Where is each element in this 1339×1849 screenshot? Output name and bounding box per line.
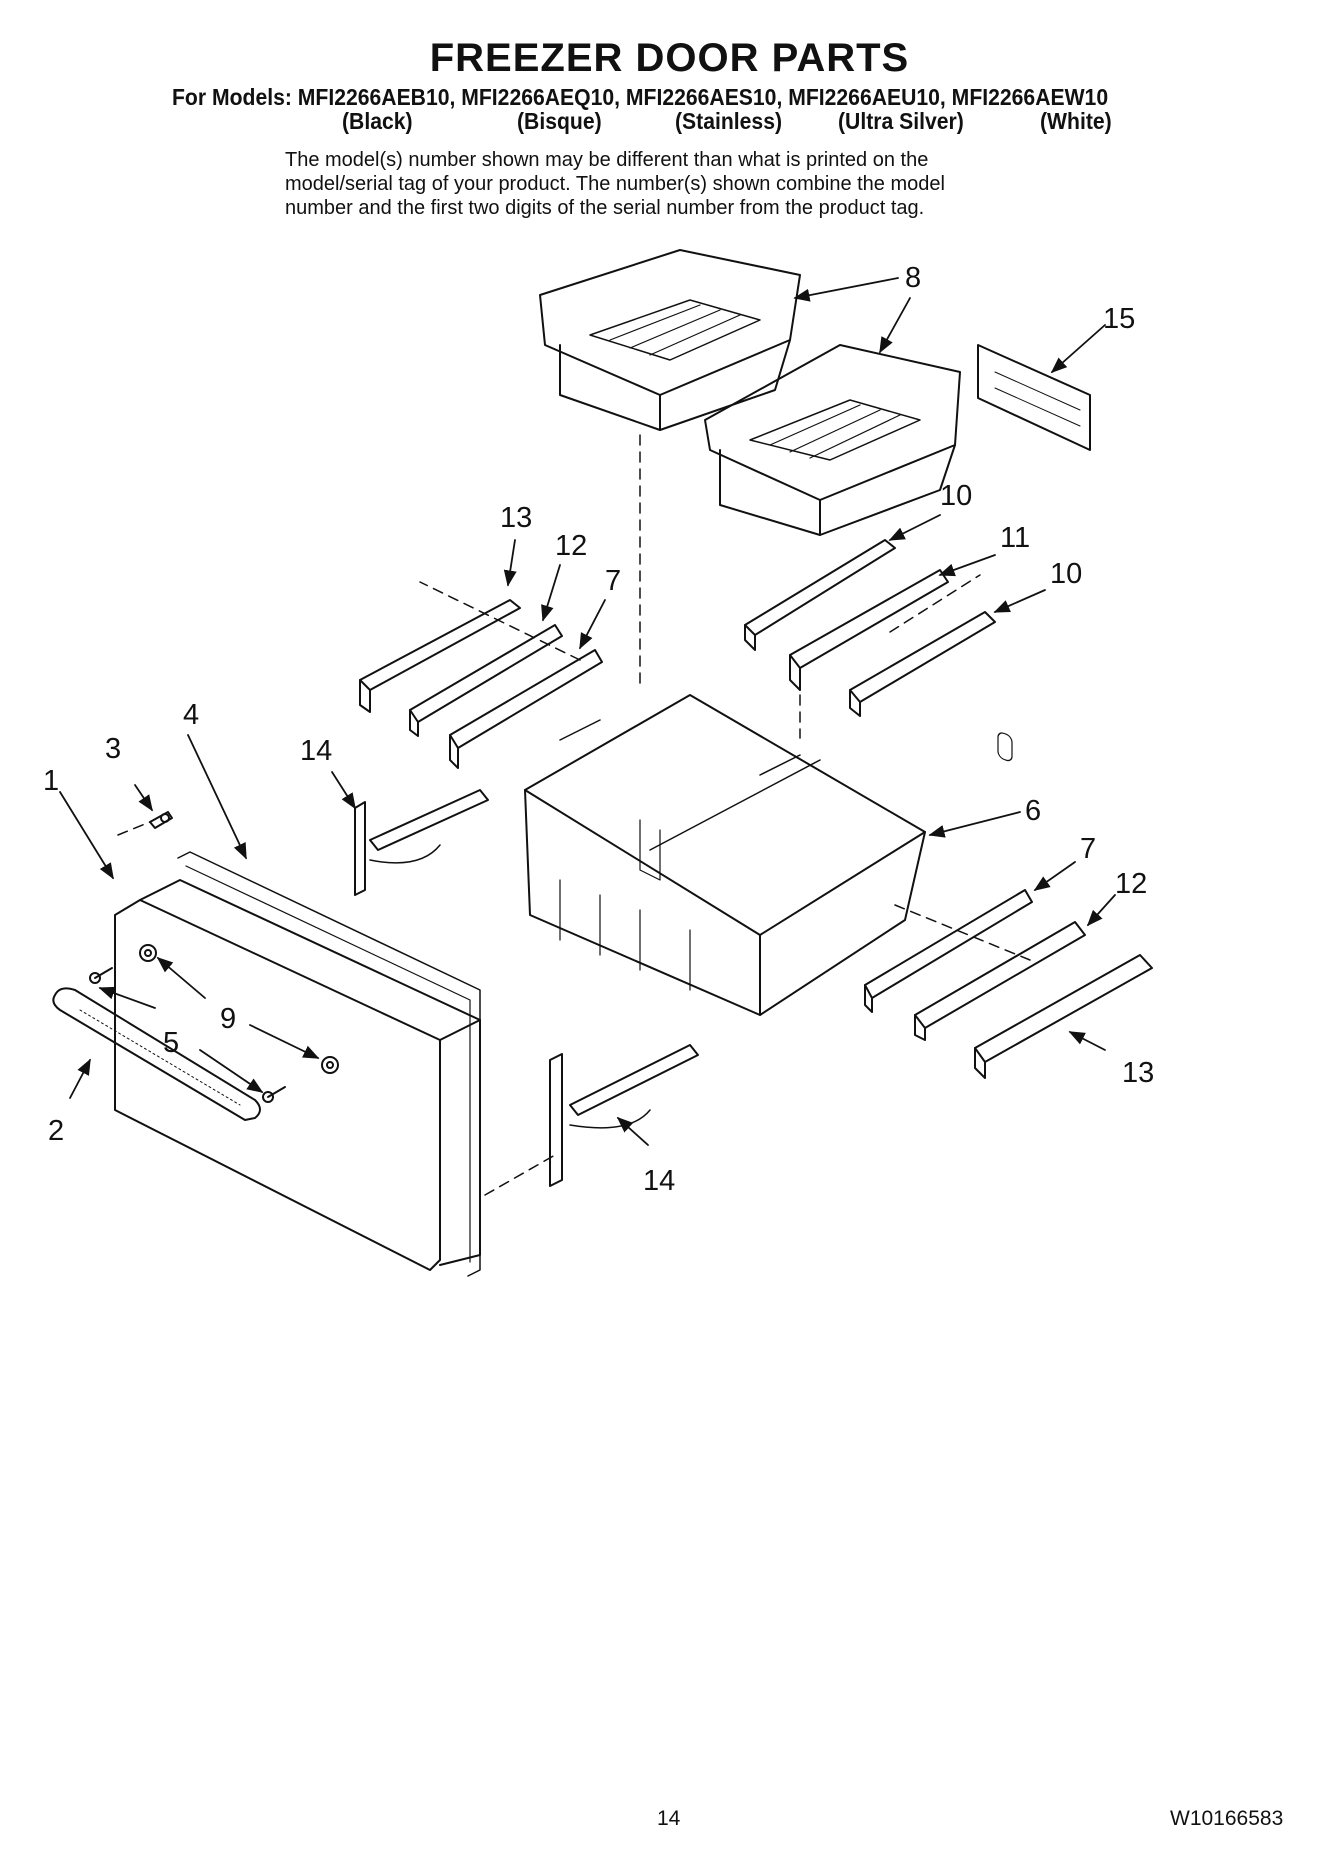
callout-13: 13 — [500, 502, 532, 534]
screw-5a — [89, 967, 113, 984]
callout-12: 12 — [555, 530, 587, 562]
rail-10-lower — [849, 611, 996, 717]
alignment-lines — [117, 434, 1031, 1196]
document-number: W10166583 — [1170, 1807, 1284, 1830]
upper-basket-front — [539, 249, 801, 431]
callout-5: 5 — [163, 1027, 179, 1059]
callout-10: 10 — [1050, 558, 1082, 590]
model-number-note: The model(s) number shown may be differe… — [285, 148, 945, 220]
color-label-stainless: (Stainless) — [675, 108, 783, 134]
callout-7: 7 — [1080, 833, 1096, 865]
rail-13-lower — [974, 954, 1153, 1079]
callout-2: 2 — [48, 1115, 64, 1147]
divider-slot — [997, 732, 1013, 762]
main-freezer-basket — [524, 694, 926, 1016]
callout-4: 4 — [183, 699, 199, 731]
screw-3 — [149, 811, 173, 829]
rail-11 — [789, 569, 949, 691]
bracket-14-upper — [354, 789, 489, 896]
callout-3: 3 — [105, 733, 121, 765]
color-label-ultra-silver: (Ultra Silver) — [838, 108, 964, 134]
screw-5b — [262, 1086, 286, 1103]
note-line: number and the first two digits of the s… — [285, 197, 925, 219]
color-label-bisque: (Bisque) — [517, 108, 602, 134]
rail-10-upper — [744, 539, 896, 651]
callout-numbers: 8 15 10 11 10 13 12 7 4 3 14 1 6 7 12 9 … — [43, 262, 1154, 1197]
callout-14: 14 — [300, 735, 332, 767]
basket-divider — [977, 344, 1091, 762]
spacer-9b — [321, 1056, 339, 1074]
callout-1: 1 — [43, 765, 59, 797]
page-title: FREEZER DOOR PARTS — [429, 36, 910, 80]
page-number: 14 — [657, 1807, 681, 1830]
callout-12: 12 — [1115, 868, 1147, 900]
upper-basket-rear — [704, 344, 961, 536]
rail-7-lower — [864, 889, 1033, 1013]
rail-13-upper — [359, 599, 521, 713]
door-gasket — [177, 851, 481, 1277]
leader-arrows — [59, 277, 1116, 1146]
callout-7: 7 — [605, 565, 621, 597]
rail-12-upper — [409, 624, 563, 737]
callout-15: 15 — [1103, 303, 1135, 335]
callout-14: 14 — [643, 1165, 675, 1197]
callout-10: 10 — [940, 480, 972, 512]
callout-6: 6 — [1025, 795, 1041, 827]
color-label-white: (White) — [1040, 108, 1112, 134]
note-line: model/serial tag of your product. The nu… — [285, 173, 945, 195]
callout-9: 9 — [220, 1003, 236, 1035]
callout-13: 13 — [1122, 1057, 1154, 1089]
bracket-14-lower — [549, 1044, 699, 1187]
callout-8: 8 — [905, 262, 921, 294]
door-handle — [52, 987, 261, 1121]
rail-12-lower — [914, 921, 1086, 1041]
spacer-9a — [139, 944, 157, 962]
rail-7-upper — [449, 649, 603, 769]
color-label-black: (Black) — [342, 108, 413, 134]
note-line: The model(s) number shown may be differe… — [285, 149, 929, 171]
models-line: For Models: MFI2266AEB10, MFI2266AEQ10, … — [172, 84, 1109, 110]
callout-11: 11 — [1000, 522, 1030, 554]
